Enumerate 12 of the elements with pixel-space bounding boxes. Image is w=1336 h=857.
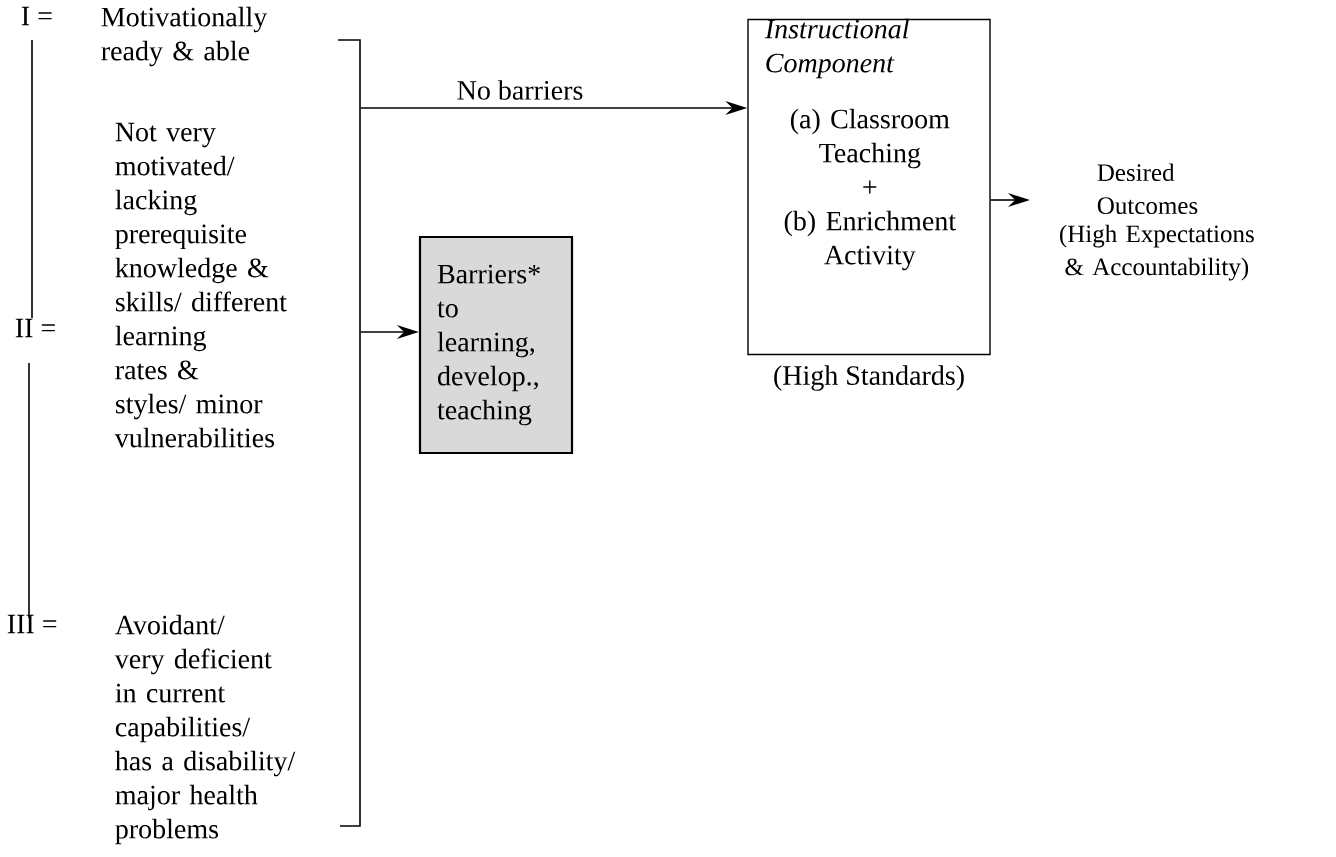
description-text: Motivationally ready & able <box>101 6 268 67</box>
level-label: I = <box>21 6 52 26</box>
level-label: III = <box>7 614 57 634</box>
level-label: II = <box>15 318 55 338</box>
edge-label: No barriers <box>457 80 583 100</box>
description-text: Avoidant/ very deficient in current capabilities/ has a disability/ major health problems <box>114 614 296 845</box>
barrier-box: Barriers* to learning, develop., teaching <box>418 235 574 455</box>
outcome-text: Desired Outcomes (High Expectations & Accountability) <box>1060 163 1254 281</box>
bracket <box>337 39 361 827</box>
component-box: Instructional Component (a) Classroom Teaching + (b) Enrichment Activity <box>747 18 991 356</box>
description-text: Not very motivated/ lacking prerequisite knowledge & skills/ different learning rates & styles/ minor vulnerabilities <box>114 122 287 448</box>
node-label: (High Standards) <box>774 365 964 391</box>
